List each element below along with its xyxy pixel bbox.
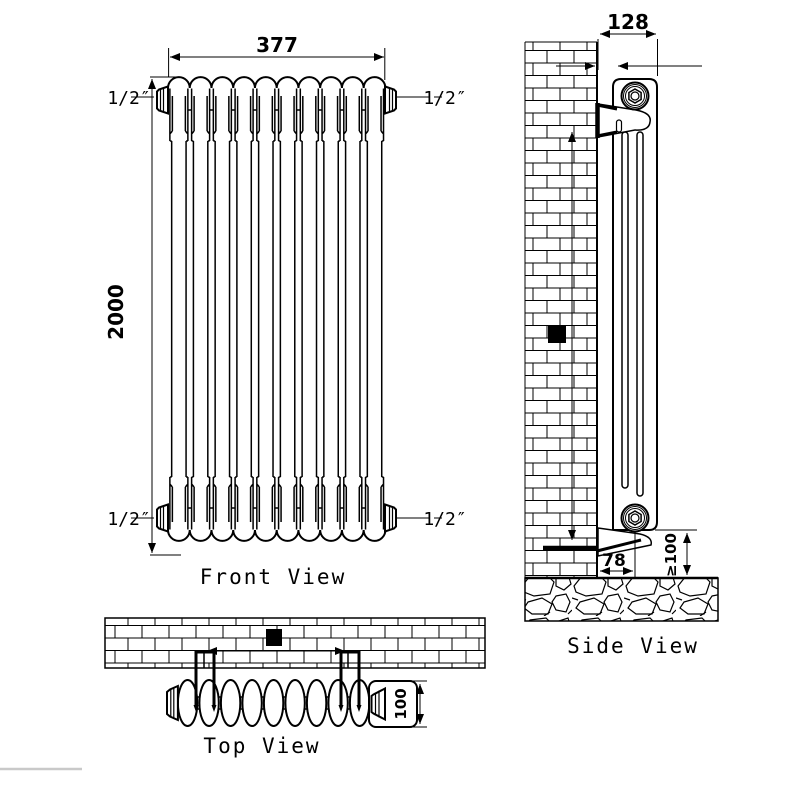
side-clearance-dim-label: ≥100 — [662, 533, 680, 577]
floor-hatch — [525, 578, 718, 621]
front-radiator-top-humps — [167, 76, 387, 89]
connection-label-top-right: 1/2″ — [423, 88, 466, 109]
side-bottom-bracket — [543, 527, 653, 557]
side-top-bracket — [595, 103, 651, 138]
side-78-dim-label: 78 — [602, 551, 626, 571]
side-depth-dim-label: 128 — [607, 10, 649, 34]
top-wall-bricks — [105, 618, 485, 668]
top-section-oval — [327, 679, 349, 727]
front-width-extension-lines — [168, 48, 386, 80]
connection-label-top-left: 1/2″ — [107, 88, 150, 109]
top-brackets — [193, 650, 362, 712]
top-end-plug-details — [374, 690, 380, 718]
side-radiator-groove-1 — [621, 131, 629, 489]
front-plug-details — [159, 88, 394, 530]
top-wall-anchor-block — [266, 629, 282, 646]
front-height-dim-label: 2000 — [104, 284, 128, 340]
top-end-plug — [370, 686, 386, 722]
side-bottom-fitting — [620, 503, 650, 533]
side-depth-extension-lines — [597, 39, 658, 76]
top-section-oval — [305, 679, 328, 727]
side-view-title: Side View — [567, 634, 699, 658]
side-view: 128 — [524, 10, 719, 658]
top-section-oval — [241, 679, 263, 727]
front-view-title: Front View — [200, 565, 346, 589]
front-connection-plugs — [156, 85, 397, 533]
top-radiator-sections — [176, 679, 371, 727]
side-wall-bricks — [525, 42, 597, 578]
connection-label-bottom-right: 1/2″ — [423, 509, 466, 530]
connection-leader-lines — [131, 96, 442, 519]
side-top-fitting — [620, 81, 650, 111]
top-section-oval — [284, 679, 306, 727]
top-depth-dim-label: 100 — [392, 688, 410, 719]
top-section-oval — [198, 679, 220, 727]
bracket-spacing-verticals — [203, 652, 349, 668]
top-section-oval — [262, 679, 285, 727]
side-wall-outline — [524, 41, 597, 578]
top-section-oval — [176, 679, 199, 727]
connection-label-bottom-left: 1/2″ — [107, 509, 150, 530]
front-radiator-junctions — [187, 109, 366, 509]
top-section-oval — [219, 679, 242, 727]
top-depth-extension-lines — [409, 680, 427, 728]
top-left-plug — [166, 684, 179, 722]
top-left-plug-details — [170, 688, 175, 718]
top-view: 100 Top View — [104, 617, 486, 758]
top-view-title: Top View — [203, 734, 320, 758]
front-width-dim-label: 377 — [256, 33, 298, 57]
front-view: 377 2000 1/2″ 1/2″ 1/2″ 1/2″ Front View — [104, 33, 467, 589]
top-wall-outline — [104, 617, 486, 669]
front-height-extension-lines — [150, 76, 181, 556]
side-radiator-groove-2 — [636, 131, 644, 497]
side-wall-anchor-block — [548, 326, 566, 343]
front-radiator-columns — [169, 88, 385, 530]
front-radiator-bottom-humps — [167, 529, 387, 542]
side-radiator-body — [612, 78, 658, 531]
